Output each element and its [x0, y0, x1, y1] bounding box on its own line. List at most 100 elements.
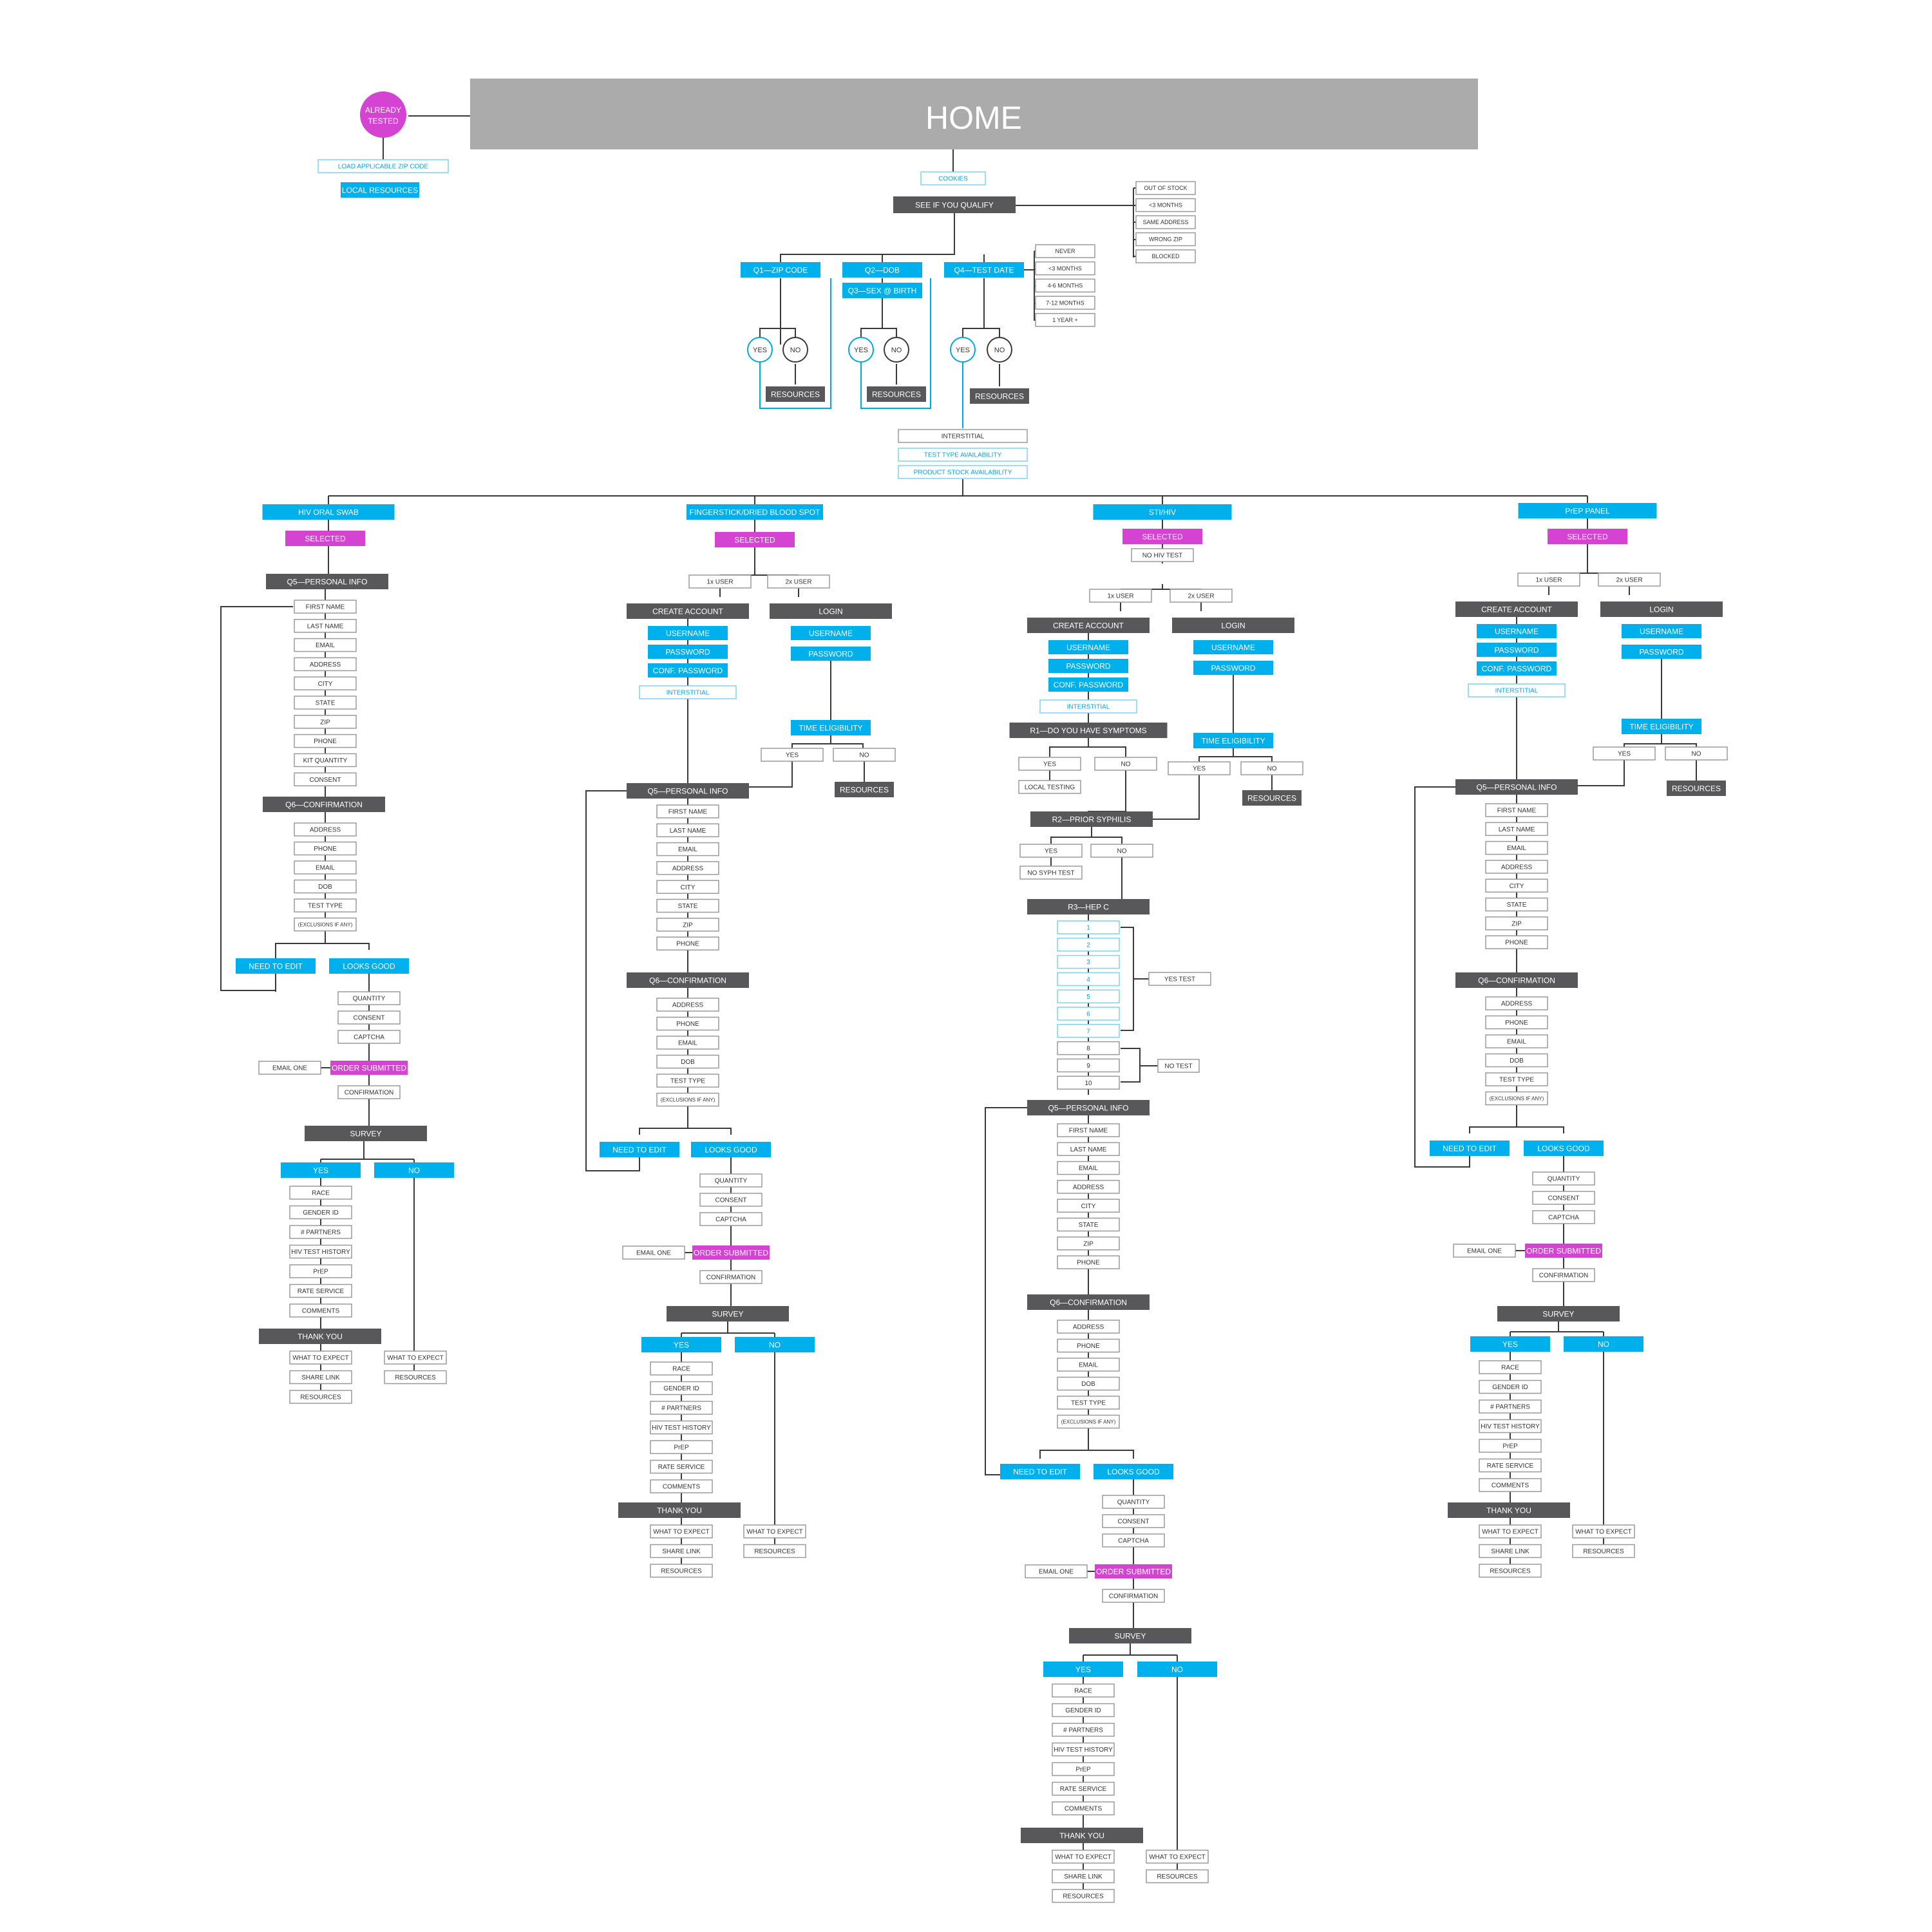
need-to-edit-node[interactable]: NEED TO EDIT	[236, 958, 316, 974]
q4-test-date-node[interactable]: Q4—TEST DATE	[944, 262, 1024, 278]
create-account-node[interactable]: CREATE ACCOUNT	[627, 603, 749, 619]
1x-user-label: 1x USER	[1535, 577, 1562, 584]
no-syph-test-node: NO SYPH TEST	[1019, 866, 1083, 880]
product-stock-availability-label: PRODUCT STOCK AVAILABILITY	[914, 469, 1012, 477]
connector	[759, 278, 831, 409]
resources-node[interactable]: RESOURCES	[766, 386, 825, 402]
no-node[interactable]: NO	[735, 1337, 815, 1352]
resources-node[interactable]: RESOURCES	[1242, 790, 1302, 806]
username-node[interactable]: USERNAME	[1048, 640, 1128, 654]
no-node[interactable]: NO	[1137, 1662, 1217, 1677]
time-eligibility-node[interactable]: TIME ELIGIBILITY	[791, 720, 871, 735]
share-link-node: SHARE LINK	[289, 1370, 352, 1385]
login-node[interactable]: LOGIN	[770, 603, 892, 619]
password-node[interactable]: PASSWORD	[1622, 645, 1701, 659]
password-node[interactable]: PASSWORD	[791, 647, 871, 661]
conf-password-node[interactable]: CONF. PASSWORD	[1477, 661, 1557, 676]
yes-node[interactable]: YES	[641, 1337, 721, 1352]
comments-node: COMMENTS	[1479, 1478, 1542, 1492]
exclusions-if-any-node: (EXCLUSIONS IF ANY)	[294, 917, 357, 932]
what-to-expect-label: WHAT TO EXPECT	[1149, 1854, 1206, 1861]
selected-node[interactable]: SELECTED	[1122, 529, 1202, 544]
username-node[interactable]: USERNAME	[1193, 640, 1273, 654]
see-if-you-qualify-node[interactable]: SEE IF YOU QUALIFY	[893, 196, 1016, 213]
comments-node: COMMENTS	[650, 1479, 713, 1493]
password-node[interactable]: PASSWORD	[1193, 661, 1273, 675]
login-node[interactable]: LOGIN	[1600, 601, 1723, 617]
username-node[interactable]: USERNAME	[1477, 624, 1557, 638]
confirmation-node: CONFIRMATION	[337, 1085, 401, 1099]
prep-panel-node[interactable]: PrEP PANEL	[1518, 503, 1657, 518]
2-node: 2	[1057, 938, 1120, 952]
need-to-edit-node[interactable]: NEED TO EDIT	[1430, 1141, 1510, 1156]
time-eligibility-node[interactable]: TIME ELIGIBILITY	[1622, 719, 1701, 734]
conf-password-node[interactable]: CONF. PASSWORD	[648, 663, 728, 677]
interstitial-label: INTERSTITIAL	[942, 433, 985, 440]
q2-dob-node[interactable]: Q2—DOB	[842, 262, 922, 278]
survey-node: SURVEY	[1069, 1628, 1191, 1643]
selected-node[interactable]: SELECTED	[715, 532, 795, 547]
first-name-label: FIRST NAME	[306, 604, 345, 611]
yes-node[interactable]: YES	[281, 1162, 361, 1178]
connector	[1517, 1126, 1564, 1133]
looks-good-label: LOOKS GOOD	[705, 1145, 757, 1154]
resources-node[interactable]: RESOURCES	[835, 782, 894, 797]
time-eligibility-node[interactable]: TIME ELIGIBILITY	[1193, 733, 1273, 748]
resources-label: RESOURCES	[771, 390, 820, 399]
zip-node: ZIP	[1057, 1236, 1120, 1251]
thank-you-label: THANK YOU	[1486, 1506, 1531, 1515]
interstitial-label: INTERSTITIAL	[1495, 688, 1539, 695]
no-label: NO	[891, 346, 902, 354]
fingerstick-dried-blood-spot-node[interactable]: FINGERSTICK/DRIED BLOOD SPOT	[687, 504, 823, 520]
username-node[interactable]: USERNAME	[648, 626, 728, 640]
need-to-edit-node[interactable]: NEED TO EDIT	[1000, 1464, 1080, 1479]
looks-good-node[interactable]: LOOKS GOOD	[329, 958, 409, 974]
test-type-availability-node: TEST TYPE AVAILABILITY	[898, 448, 1028, 462]
password-node[interactable]: PASSWORD	[1477, 643, 1557, 657]
resources-node[interactable]: RESOURCES	[867, 386, 926, 402]
looks-good-node[interactable]: LOOKS GOOD	[1094, 1464, 1173, 1479]
resources-node[interactable]: RESOURCES	[970, 388, 1029, 404]
resources-label: RESOURCES	[395, 1374, 436, 1381]
6-node: 6	[1057, 1007, 1120, 1021]
email-label: EMAIL	[1079, 1165, 1098, 1172]
2x-user-node: 2x USER	[1598, 573, 1661, 587]
2x-user-label: 2x USER	[1188, 593, 1214, 600]
create-account-node[interactable]: CREATE ACCOUNT	[1455, 601, 1578, 617]
selected-label: SELECTED	[1142, 532, 1183, 541]
state-node: STATE	[294, 696, 357, 710]
thank-you-label: THANK YOU	[657, 1506, 702, 1515]
q1-zip-code-node[interactable]: Q1—ZIP CODE	[741, 262, 820, 278]
hiv-test-history-label: HIV TEST HISTORY	[1054, 1747, 1113, 1754]
share-link-node: SHARE LINK	[650, 1544, 713, 1558]
looks-good-node[interactable]: LOOKS GOOD	[1524, 1141, 1604, 1156]
need-to-edit-label: NEED TO EDIT	[249, 961, 303, 971]
selected-node[interactable]: SELECTED	[1548, 529, 1627, 544]
7-label: 7	[1086, 1028, 1090, 1035]
looks-good-node[interactable]: LOOKS GOOD	[691, 1142, 771, 1157]
password-node[interactable]: PASSWORD	[1048, 659, 1128, 673]
yes-node: YES	[1593, 746, 1656, 761]
hiv-oral-swab-node[interactable]: HIV ORAL SWAB	[262, 504, 395, 520]
create-account-node[interactable]: CREATE ACCOUNT	[1027, 618, 1150, 633]
consent-label: CONSENT	[1118, 1519, 1150, 1526]
fingerstick-dried-blood-spot-label: FINGERSTICK/DRIED BLOOD SPOT	[690, 507, 820, 516]
conf-password-node[interactable]: CONF. PASSWORD	[1048, 677, 1128, 692]
selected-node[interactable]: SELECTED	[285, 531, 365, 546]
no-node[interactable]: NO	[1564, 1336, 1643, 1352]
login-node[interactable]: LOGIN	[1172, 618, 1294, 633]
dob-node: DOB	[656, 1054, 719, 1069]
exclusions-if-any-label: (EXCLUSIONS IF ANY)	[298, 922, 353, 927]
local-resources-node[interactable]: LOCAL RESOURCES	[341, 182, 419, 198]
yes-node[interactable]: YES	[1043, 1662, 1123, 1677]
username-node[interactable]: USERNAME	[791, 626, 871, 640]
no-node[interactable]: NO	[374, 1162, 454, 1178]
need-to-edit-node[interactable]: NEED TO EDIT	[600, 1142, 679, 1157]
sti-hiv-node[interactable]: STI/HIV	[1093, 504, 1232, 520]
connector	[1049, 738, 1089, 757]
q3-sex-birth-node[interactable]: Q3—SEX @ BIRTH	[842, 283, 922, 298]
username-node[interactable]: USERNAME	[1622, 624, 1701, 638]
password-node[interactable]: PASSWORD	[648, 645, 728, 659]
resources-node[interactable]: RESOURCES	[1667, 781, 1726, 796]
yes-node[interactable]: YES	[1470, 1336, 1550, 1352]
